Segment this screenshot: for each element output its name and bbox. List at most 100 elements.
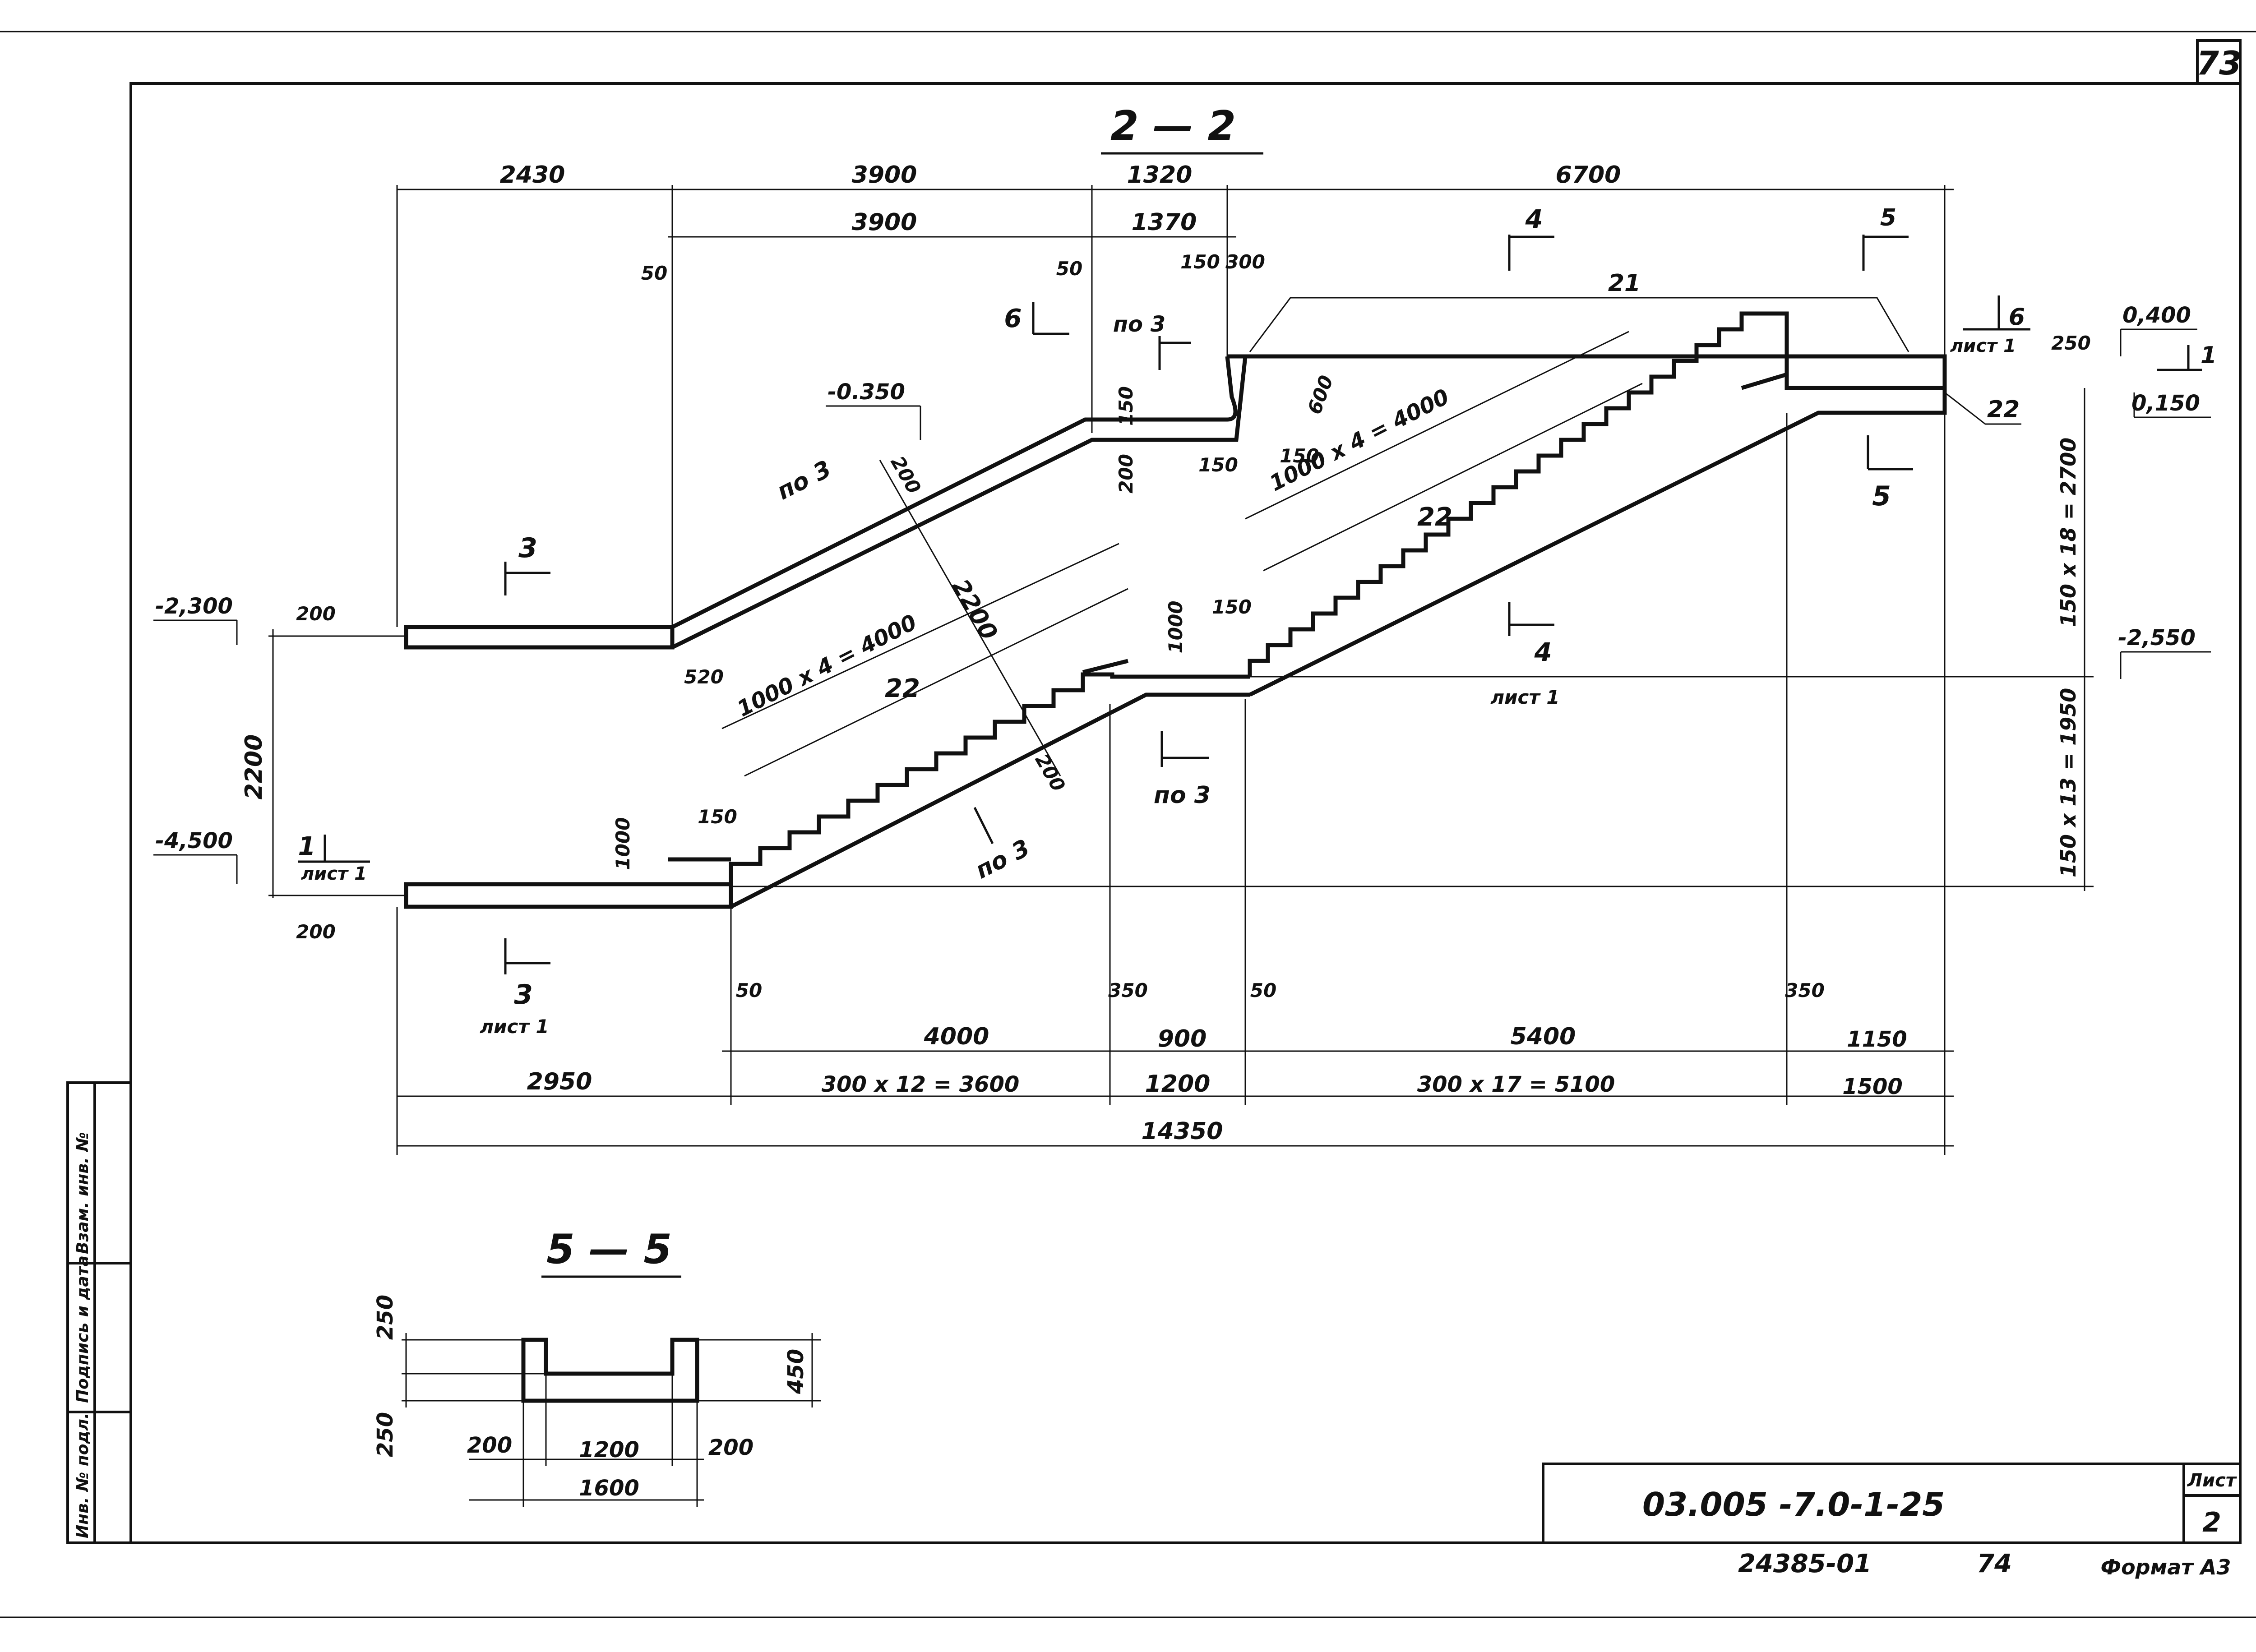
po3-mid: по 3: [1154, 782, 1211, 809]
bottom-dim-1200: 1200: [1145, 1071, 1211, 1098]
landing-joint-mid: [1082, 659, 1129, 674]
po3-lower: по 3: [971, 835, 1034, 885]
bottom-dim-1500: 1500: [1842, 1074, 1903, 1099]
inventory-page: 74: [1977, 1549, 2012, 1578]
top-dim-3900: 3900: [852, 162, 917, 189]
dim-2200-diagonal: 2200: [947, 575, 1003, 645]
section-5-5-dim-450: 450: [783, 1349, 809, 1394]
bottom-dim-5100: 300 x 17 = 5100: [1417, 1072, 1615, 1097]
element-mark-21: 21: [1608, 270, 1641, 297]
section-5-5-dim-1200: 1200: [579, 1437, 639, 1463]
top-dim-3900-second: 3900: [852, 209, 917, 236]
cut-6-left: 6: [1004, 304, 1022, 333]
cut-4-upper: 4: [1525, 205, 1543, 234]
landing-joint-upper: [1741, 372, 1788, 390]
upper-right-flight-soffit: [1249, 388, 1947, 697]
page-number: 73: [2196, 44, 2242, 82]
bottom-dim-14350: 14350: [1142, 1118, 1223, 1145]
diagonal-dim-upper: 1000 x 4 = 4000: [1266, 384, 1453, 496]
bottom-dimensions: 50 4000 350 900 50 5400 350 1150 2950 30…: [396, 413, 1954, 1155]
cut-6-right-sheet: лист 1: [1950, 336, 2016, 356]
bottom-dim-2950: 2950: [527, 1068, 592, 1095]
lower-flight-soffit: [730, 692, 1250, 909]
right-vertical-dim-1950: 150 x 13 = 1950: [2056, 688, 2080, 877]
dim-150-b: 150: [1198, 454, 1238, 476]
dim-150-a: 150: [1280, 445, 1319, 467]
sheet-label: Лист: [2187, 1470, 2238, 1491]
side-label-inv-no: Инв. № подл.: [74, 1412, 92, 1538]
dim-300-top: 300: [1225, 251, 1265, 273]
dim-150-mid: 150: [1212, 596, 1252, 618]
po3-upper-landing: по 3: [1113, 312, 1165, 337]
upper-left-landing-slab: [404, 625, 675, 650]
cut-5-lower: 5: [1872, 480, 1891, 512]
upper-landing-dims: 150 200 600 150 150 150 150 1000 1000 52…: [612, 372, 1337, 870]
left-vertical-dim-2200: 2200: [240, 734, 268, 800]
dim-600: 600: [1303, 372, 1337, 417]
dim-1000-mid: 1000: [1165, 601, 1187, 654]
level-mark-0350: -0.350: [828, 379, 905, 405]
level-mark-0400: 0,400: [2122, 303, 2191, 328]
right-vertical-dim-2700: 150 x 18 = 2700: [2056, 438, 2080, 627]
right-vertical-dimensions: 150 x 18 = 2700 150 x 13 = 1950: [731, 388, 2094, 891]
bottom-dim-900: 900: [1158, 1025, 1207, 1052]
level-mark-2550: -2,550: [2118, 625, 2196, 651]
side-label-replaced-inv: Взам. инв. №: [74, 1132, 92, 1254]
section-5-5-dim-1600: 1600: [579, 1476, 639, 1501]
top-dim-1320: 1320: [1127, 162, 1193, 189]
section-5-5-dim-200-right: 200: [708, 1435, 754, 1460]
section-5-5-title: 5 — 5: [546, 1226, 672, 1273]
bottom-dim-350-a: 350: [1108, 979, 1148, 1001]
section-cut-marks: 3 3 лист 1 1 лист 1 1 4 4 лист 1 5 5 6 6…: [298, 204, 2217, 1038]
sheet-number: 2: [2202, 1507, 2221, 1538]
element-mark-22-upper: 22: [1417, 503, 1452, 532]
document-designation: 03.005 -7.0-1-25: [1642, 1486, 1945, 1523]
dim-50-left: 50: [641, 262, 667, 284]
level-mark-0150: 0,150: [2131, 391, 2200, 416]
upper-left-flight-top: [671, 356, 1238, 629]
level-mark-2300: -2,300: [155, 594, 233, 619]
dim-150-top: 150: [1180, 251, 1220, 273]
lower-landing-slab: [404, 882, 733, 909]
dim-200-upper-landing: 200: [1115, 454, 1137, 494]
cut-4-lower-sheet: лист 1: [1490, 686, 1559, 708]
bottom-dim-50-a: 50: [736, 979, 762, 1001]
title-block: 03.005 -7.0-1-25 Лист 2 24385-01 74 Форм…: [1642, 1470, 2238, 1579]
dim-250-right: 250: [2051, 332, 2091, 354]
top-dim-6700: 6700: [1556, 162, 1621, 189]
dim-200-slab-top: 200: [296, 603, 336, 625]
dim-50-mid: 50: [1056, 258, 1082, 280]
level-mark-4500: -4,500: [155, 828, 233, 854]
side-label-signature: Подпись и дата: [74, 1255, 92, 1403]
dim-200-upper-slab: 200: [886, 452, 925, 498]
sheet-frame: [0, 31, 2256, 1618]
level-marks: -0.350 -2,300 -4,500 -2,550 0,400 0,150 …: [153, 303, 2211, 884]
bottom-dim-50-b: 50: [1250, 979, 1276, 1001]
element-mark-22-right: 22: [1987, 396, 2020, 423]
section-2-2-title: 2 — 2: [1110, 102, 1236, 150]
section-5-5-dim-200-left: 200: [467, 1433, 512, 1458]
po3-upper-left: по 3: [773, 456, 836, 506]
dim-200-slab-low: 200: [296, 921, 336, 943]
top-dimensions: 2430 3900 1320 6700 3900 1370 50 50 150 …: [396, 162, 1954, 627]
dim-150-low: 150: [698, 806, 737, 828]
section-5-5-dim-250-bottom: 250: [373, 1412, 398, 1457]
cut-3-lower: 3: [514, 979, 533, 1011]
cut-1: 1: [298, 832, 316, 861]
bottom-dim-350-b: 350: [1785, 979, 1825, 1001]
section-5-5: 5 — 5 250 250 450 200 1200 200 1600: [373, 1226, 821, 1507]
top-dim-1370: 1370: [1132, 209, 1197, 236]
inventory-code: 24385-01: [1738, 1549, 1872, 1578]
dim-520: 520: [684, 666, 724, 688]
side-stamp-labels: Взам. инв. № Подпись и дата Инв. № подл.: [74, 1132, 92, 1538]
cut-3-lower-sheet: лист 1: [480, 1015, 549, 1038]
left-vertical-dimension: 2200 200 200: [240, 603, 406, 943]
diagonal-dim-lower: 1000 x 4 = 4000: [733, 609, 921, 722]
bottom-dim-4000: 4000: [924, 1023, 989, 1050]
dim-150-upper-landing: 150: [1115, 386, 1137, 426]
element-mark-22-lower: 22: [885, 674, 920, 703]
dim-200-lower-slab: 200: [1031, 750, 1069, 795]
cut-1-sheet: лист 1: [301, 863, 367, 884]
upper-right-flight-steps: [1248, 311, 1945, 677]
